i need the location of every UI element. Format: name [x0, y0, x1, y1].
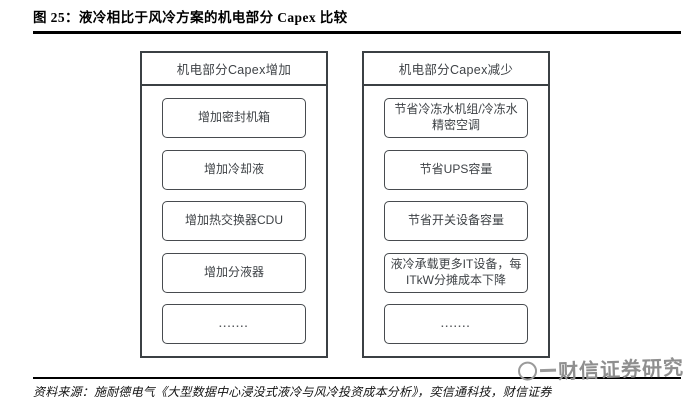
- capex-decrease-item-1: 节省冷冻水机组/冷冻水精密空调: [384, 98, 528, 138]
- capex-increase-list: 增加密封机箱 增加冷却液 增加热交换器CDU 增加分液器 .......: [142, 86, 326, 356]
- watermark-text: 财信证券研究: [557, 355, 684, 384]
- source-note: 资料来源：施耐德电气《大型数据中心浸没式液冷与风冷投资成本分析》，奕信通科技，财…: [33, 385, 552, 399]
- capex-decrease-header: 机电部分Capex减少: [364, 53, 548, 86]
- capex-increase-item-3: 增加热交换器CDU: [162, 201, 306, 241]
- capex-decrease-item-4: 液冷承载更多IT设备，每ITkW分摊成本下降: [384, 252, 528, 293]
- capex-comparison-diagram: 机电部分Capex增加 增加密封机箱 增加冷却液 增加热交换器CDU 增加分液器…: [140, 51, 550, 358]
- capex-increase-header: 机电部分Capex增加: [142, 53, 326, 86]
- capex-increase-item-4: 增加分液器: [162, 252, 306, 293]
- figure-title: 图 25：液冷相比于风冷方案的机电部分 Capex 比较: [33, 10, 348, 25]
- brand-logo-icon: [517, 361, 538, 381]
- capex-decrease-panel: 机电部分Capex减少 节省冷冻水机组/冷冻水精密空调 节省UPS容量 节省开关…: [362, 51, 550, 358]
- capex-decrease-list: 节省冷冻水机组/冷冻水精密空调 节省UPS容量 节省开关设备容量 液冷承载更多I…: [364, 86, 548, 356]
- title-rule: [33, 31, 681, 34]
- capex-decrease-item-2: 节省UPS容量: [384, 149, 528, 190]
- capex-increase-item-2: 增加冷却液: [162, 149, 306, 190]
- footer-rule: [33, 377, 681, 379]
- capex-decrease-item-3: 节省开关设备容量: [384, 201, 528, 241]
- capex-increase-item-more: .......: [162, 304, 306, 344]
- capex-increase-item-1: 增加密封机箱: [162, 98, 306, 138]
- capex-increase-panel: 机电部分Capex增加 增加密封机箱 增加冷却液 增加热交换器CDU 增加分液器…: [140, 51, 328, 358]
- capex-decrease-item-more: .......: [384, 304, 528, 344]
- watermark-dash: [539, 368, 557, 372]
- watermark: 财信证券研究: [517, 351, 684, 386]
